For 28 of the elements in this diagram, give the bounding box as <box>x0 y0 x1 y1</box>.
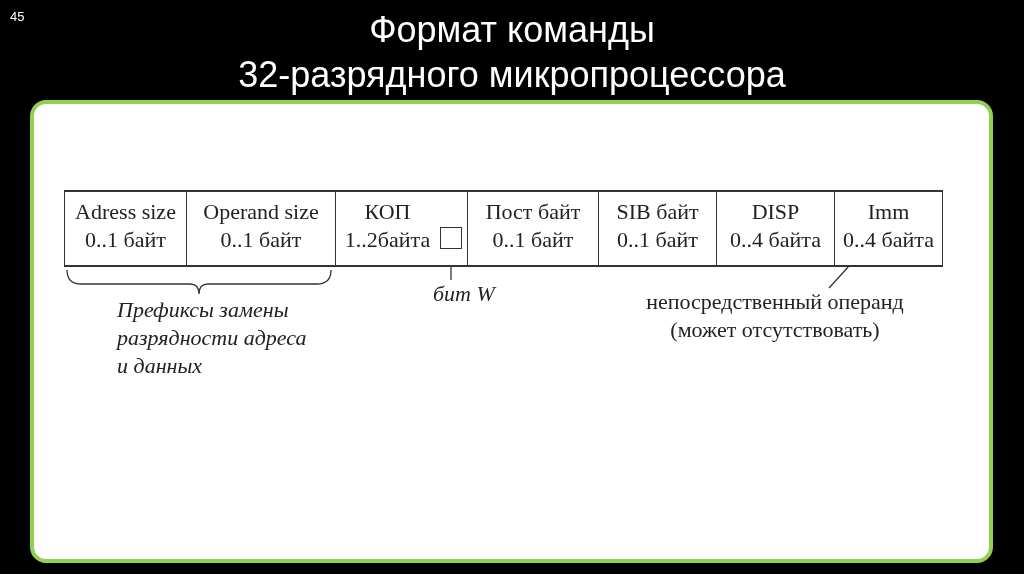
leader-line <box>828 266 849 289</box>
brace-caption: Префиксы замены разрядности адреса и данных <box>117 296 308 380</box>
field-name: Adress size <box>75 198 176 226</box>
slide-number: 45 <box>10 9 25 24</box>
field-name: Operand size <box>203 198 319 226</box>
format-field-cell <box>598 190 717 267</box>
field-name: КОП <box>364 198 411 226</box>
field-size: 0..1 байт <box>220 226 302 254</box>
field-size: 0..4 байта <box>843 226 934 254</box>
format-field-cell <box>467 190 599 267</box>
field-size: 0..4 байта <box>730 226 821 254</box>
field-size: 1..2байта <box>344 226 431 254</box>
field-name: Imm <box>867 198 910 226</box>
format-field-cell <box>716 190 835 267</box>
format-field-cell <box>335 190 468 267</box>
field-name: DISP <box>751 198 800 226</box>
field-size: 0..1 байт <box>85 226 166 254</box>
callout-text: непосредственный операнд (может отсутствовать) <box>625 288 925 344</box>
field-name: SIB байт <box>616 198 699 226</box>
field-size: 0..1 байт <box>492 226 574 254</box>
format-field-cell <box>64 190 187 267</box>
field-size: 0..1 байт <box>617 226 698 254</box>
callout-text: бит W <box>433 280 495 308</box>
format-field-cell <box>186 190 336 267</box>
format-field-cell <box>834 190 943 267</box>
field-name: Пост байт <box>485 198 581 226</box>
bit-square-icon <box>440 227 462 249</box>
slide-title: Формат команды 32-разрядного микропроцессора <box>238 8 786 97</box>
